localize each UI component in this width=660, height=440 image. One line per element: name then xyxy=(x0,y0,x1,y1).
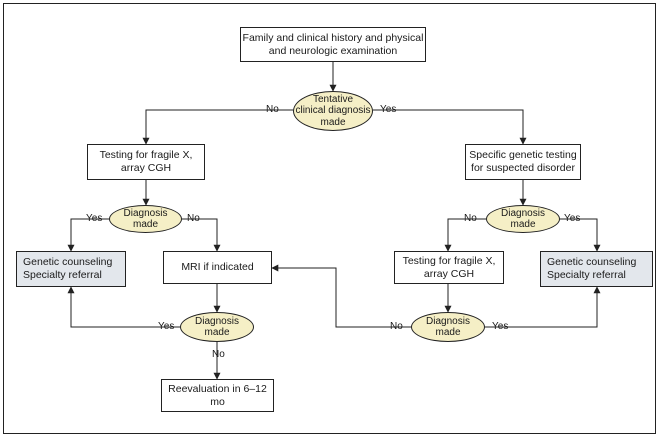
diagnosis-made-right-decision: Diagnosis made xyxy=(486,205,560,233)
diagram-frame xyxy=(3,3,656,434)
reevaluation-box: Reevaluation in 6–12 mo xyxy=(161,379,274,412)
edge-diag-fragile-yes xyxy=(485,286,601,328)
edge-diag-right-no xyxy=(444,218,486,252)
diagnosis-made-mri-decision: Diagnosis made xyxy=(180,312,254,342)
fragile-left-line2: array CGH xyxy=(120,162,172,174)
tentative-line3: made xyxy=(320,116,346,128)
start-box: Family and clinical history and physical… xyxy=(240,27,426,62)
label-diag-mri-no: No xyxy=(212,349,225,360)
genetic-counseling-right-box: Genetic counseling Specialty referral xyxy=(540,251,653,287)
diag-mri-line1: Diagnosis xyxy=(195,315,239,327)
start-line1: Family and clinical history and physical xyxy=(242,31,424,44)
edge-diag-right-yes xyxy=(560,218,601,252)
fragile-x-testing-right-box: Testing for fragile X, array CGH xyxy=(394,251,504,284)
diag-mri-line2: made xyxy=(204,327,230,338)
counsel-right-line1: Genetic counseling xyxy=(547,256,637,268)
diag-left-line1: Diagnosis xyxy=(123,207,168,219)
diag-fragile-line1: Diagnosis xyxy=(426,315,470,327)
fragile-right-line2: array CGH xyxy=(423,267,475,280)
tentative-diagnosis-decision: Tentative clinical diagnosis made xyxy=(293,91,373,131)
specific-line2: for suspected disorder xyxy=(471,162,575,174)
label-diag-fragile-no: No xyxy=(390,321,403,332)
label-diag-left-yes: Yes xyxy=(86,213,103,224)
start-line2: and neurologic examination xyxy=(268,44,398,57)
fragile-x-testing-left-box: Testing for fragile X, array CGH xyxy=(87,144,205,180)
edge-diag-left-yes xyxy=(67,218,109,252)
diag-left-line2: made xyxy=(132,219,158,230)
label-diag-mri-yes: Yes xyxy=(158,321,175,332)
reevaluation-line1: Reevaluation in 6–12 mo xyxy=(168,382,267,408)
specific-genetic-testing-box: Specific genetic testing for suspected d… xyxy=(465,144,581,180)
label-diag-right-no: No xyxy=(464,213,477,224)
diagnosis-made-left-decision: Diagnosis made xyxy=(109,205,182,233)
mri-line1: MRI if indicated xyxy=(181,261,254,273)
tentative-line1: Tentative xyxy=(312,93,354,105)
label-diag-fragile-yes: Yes xyxy=(492,321,509,332)
label-diag-left-no: No xyxy=(187,213,200,224)
tentative-line2: clinical diagnosis xyxy=(295,105,371,117)
edge-tentative-no xyxy=(142,109,293,145)
mri-box: MRI if indicated xyxy=(163,251,272,284)
fragile-left-line1: Testing for fragile X, xyxy=(99,149,193,161)
specific-line1: Specific genetic testing xyxy=(469,149,577,161)
label-tentative-no: No xyxy=(266,104,279,115)
counsel-left-line2: Specialty referral xyxy=(23,269,102,281)
counsel-left-line1: Genetic counseling xyxy=(23,256,113,268)
edge-tentative-yes xyxy=(373,109,527,145)
edge-diag-mri-yes xyxy=(67,286,180,328)
diagnosis-made-fragile-decision: Diagnosis made xyxy=(411,312,485,342)
diag-fragile-line2: made xyxy=(435,327,461,338)
counsel-right-line2: Specialty referral xyxy=(547,269,626,281)
diag-right-line2: made xyxy=(510,219,536,230)
label-tentative-yes: Yes xyxy=(380,104,397,115)
diag-right-line1: Diagnosis xyxy=(501,207,545,219)
edge-diag-left-no xyxy=(182,218,221,252)
edge-diag-fragile-no xyxy=(271,264,411,328)
fragile-right-line1: Testing for fragile X, xyxy=(402,254,496,267)
genetic-counseling-left-box: Genetic counseling Specialty referral xyxy=(16,251,126,287)
label-diag-right-yes: Yes xyxy=(564,213,581,224)
